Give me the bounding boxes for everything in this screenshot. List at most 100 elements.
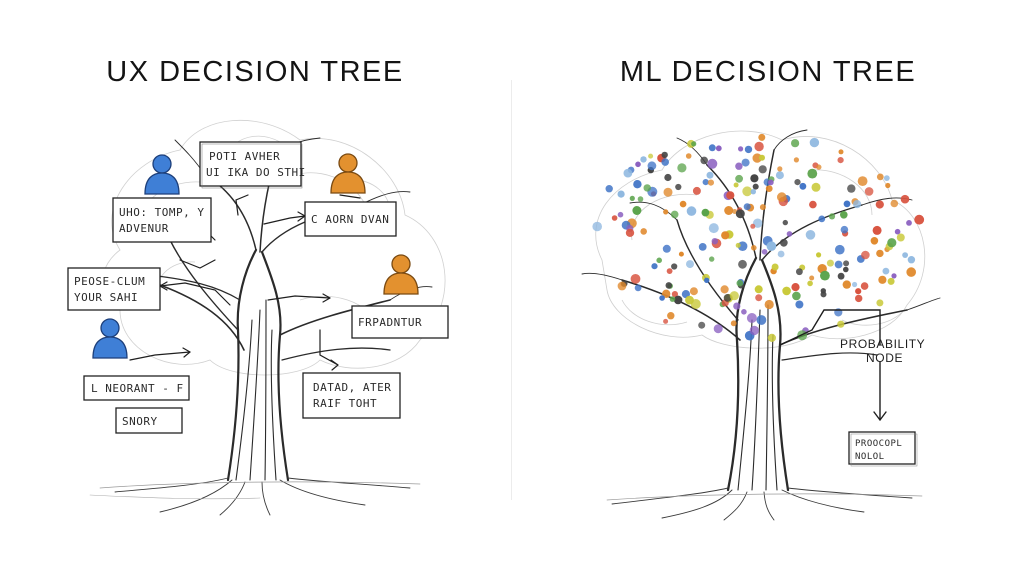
leaf-dot	[876, 173, 884, 181]
leaf-dot	[914, 214, 925, 225]
leaf-dot	[663, 187, 673, 197]
leaf-dot	[713, 324, 723, 334]
leaf-dot	[679, 200, 687, 208]
leaf-dot	[826, 259, 834, 267]
leaf-dot	[764, 299, 774, 310]
leaf-dot	[735, 162, 743, 170]
leaf-dot	[678, 251, 684, 257]
leaf-dot	[791, 283, 800, 292]
leaf-dot	[666, 268, 673, 274]
leaf-dot	[702, 179, 709, 186]
leaf-dot	[786, 231, 793, 237]
user-icon	[144, 154, 180, 195]
leaf-dot	[837, 272, 845, 280]
leaf-dot	[736, 279, 744, 287]
ux-box-2-line-2: ADVENUR	[119, 222, 169, 235]
probability-node-label: PROBABILITY	[840, 337, 925, 351]
leaf-dot	[796, 268, 803, 276]
leaf-dot	[891, 273, 897, 279]
ux-decision-box-2: UHO: TOMP, Y ADVENUR	[112, 197, 212, 243]
leaf-dot	[686, 260, 694, 269]
ux-decision-box-1: POTI AVHER UI IKA DO STHI	[199, 141, 305, 189]
leaf-dot	[625, 228, 635, 237]
leaf-dot	[592, 221, 602, 232]
leaf-dot	[900, 194, 910, 204]
leaf-dot	[656, 257, 662, 264]
leaf-dot	[759, 204, 766, 211]
leaf-dot	[759, 154, 765, 161]
leaf-dot	[617, 190, 625, 198]
leaf-dot	[902, 252, 908, 258]
leaf-dot	[809, 275, 815, 281]
leaf-dot	[779, 238, 788, 247]
leaf-dot	[852, 281, 858, 288]
leaf-dot	[670, 210, 679, 219]
leaf-dot	[782, 286, 791, 296]
leaf-dot	[632, 206, 642, 215]
leaf-dot	[906, 267, 916, 277]
leaf-dot	[751, 245, 757, 251]
leaf-dot	[864, 187, 874, 196]
ux-tree-illustration: POTI AVHER UI IKA DO STHI UHO: TOMP, Y A…	[67, 119, 449, 516]
leaf-dot	[671, 291, 678, 298]
leaf-dot	[738, 259, 747, 269]
leaf-dot	[777, 166, 783, 172]
leaf-dot	[771, 263, 779, 271]
ux-decision-box-7: L NEORANT - F	[83, 375, 190, 401]
leaf-dot	[907, 256, 916, 264]
ux-box-1-line-1: POTI AVHER	[209, 150, 280, 163]
leaf-dot	[750, 189, 756, 195]
leaf-dot	[885, 182, 891, 189]
leaf-dot	[878, 275, 887, 284]
leaf-dot	[707, 179, 714, 186]
ux-box-5-line-1: FRPADNTUR	[358, 316, 422, 329]
ux-box-3-line-1: C AORN DVAN	[311, 213, 389, 226]
leaf-dot	[667, 312, 675, 320]
leaf-dot	[669, 296, 676, 302]
leaf-dot	[870, 237, 879, 245]
leaf-dot	[700, 156, 708, 165]
leaf-dot	[809, 137, 820, 148]
ml-tree-title: ML DECISION TREE	[619, 56, 917, 88]
leaf-dot	[777, 192, 787, 202]
leaf-dot	[752, 183, 759, 190]
leaf-dot	[872, 225, 882, 235]
leaf-dot	[721, 231, 730, 240]
leaf-dot	[820, 270, 830, 281]
leaf-dot	[777, 250, 785, 258]
leaf-dot	[685, 153, 692, 159]
leaf-dot	[853, 200, 862, 209]
leaf-dot	[629, 195, 635, 201]
leaf-dot	[711, 238, 718, 245]
leaf-dot	[735, 209, 745, 219]
ux-decision-tree-panel: UX DECISION TREE	[0, 0, 510, 576]
leaf-dot	[894, 228, 901, 235]
leaf-dot	[735, 242, 741, 248]
leaf-dot	[733, 302, 741, 310]
leaf-dot	[896, 233, 905, 242]
user-icon	[383, 254, 419, 295]
leaf-dot	[692, 186, 701, 195]
user-icon	[92, 318, 128, 359]
leaf-dot	[640, 228, 647, 235]
leaf-dot	[887, 277, 895, 285]
leaf-dot	[661, 151, 668, 159]
leaf-dot	[761, 249, 768, 255]
leaf-dot	[860, 282, 869, 290]
leaf-dot	[840, 211, 848, 219]
leaf-dot	[662, 289, 671, 298]
leaf-dot	[847, 184, 856, 193]
leaf-dot	[630, 274, 641, 284]
leaf-dot	[754, 285, 763, 294]
leaf-dot	[755, 294, 763, 302]
leaf-dot	[659, 295, 665, 301]
ml-leaves	[592, 133, 925, 342]
leaf-dot	[749, 325, 759, 336]
leaf-dot	[706, 171, 714, 179]
leaf-dot	[855, 288, 862, 295]
ux-tree-roots	[89, 477, 421, 516]
leaf-dot	[843, 260, 850, 267]
leaf-dot	[741, 158, 750, 167]
leaf-dot	[635, 161, 641, 168]
leaf-dot	[651, 263, 658, 270]
